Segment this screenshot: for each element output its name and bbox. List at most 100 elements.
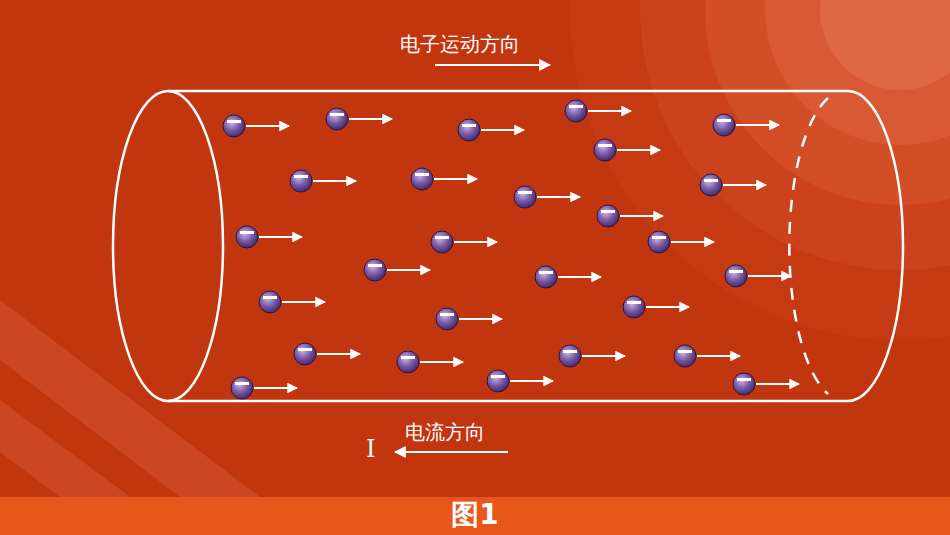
electron xyxy=(231,377,297,399)
velocity-arrow xyxy=(697,355,740,357)
electron xyxy=(431,231,497,253)
velocity-arrow xyxy=(671,241,714,243)
electron xyxy=(594,139,660,161)
velocity-arrow xyxy=(246,125,289,127)
caption-bar xyxy=(0,497,950,535)
minus-sign xyxy=(240,231,254,234)
electron xyxy=(411,168,477,190)
electron xyxy=(725,265,791,287)
electron-ball xyxy=(487,370,509,392)
electron-ball xyxy=(725,265,747,287)
electron-ball xyxy=(733,373,755,395)
minus-sign xyxy=(235,382,249,385)
velocity-arrow xyxy=(434,178,477,180)
figure-caption: 图1 xyxy=(451,500,498,531)
minus-sign xyxy=(294,175,308,178)
electron-ball xyxy=(623,296,645,318)
electron-ball xyxy=(397,351,419,373)
electron xyxy=(487,370,553,392)
velocity-arrow xyxy=(282,301,325,303)
electron xyxy=(364,259,430,281)
velocity-arrow xyxy=(558,276,601,278)
minus-sign xyxy=(440,313,454,316)
minus-sign xyxy=(491,375,505,378)
minus-sign xyxy=(539,271,553,274)
electron xyxy=(223,115,289,137)
velocity-arrow xyxy=(259,236,302,238)
velocity-arrow xyxy=(313,180,356,182)
electron-ball xyxy=(431,231,453,253)
minus-sign xyxy=(518,191,532,194)
velocity-arrow xyxy=(588,110,631,112)
current-symbol: I xyxy=(366,436,375,462)
electron xyxy=(648,231,714,253)
minus-sign xyxy=(598,144,612,147)
minus-sign xyxy=(298,348,312,351)
velocity-arrow xyxy=(620,215,663,217)
wire-cylinder xyxy=(113,91,903,401)
electron-ball xyxy=(700,174,722,196)
minus-sign xyxy=(569,105,583,108)
electron xyxy=(700,174,766,196)
electron-ball xyxy=(648,231,670,253)
minus-sign xyxy=(601,210,615,213)
velocity-arrow xyxy=(537,196,580,198)
minus-sign xyxy=(563,350,577,353)
electron xyxy=(713,114,779,136)
minus-sign xyxy=(717,119,731,122)
electron-ball xyxy=(674,345,696,367)
electrons xyxy=(223,100,799,399)
background-stripes xyxy=(0,300,260,497)
minus-sign xyxy=(704,179,718,182)
electron-ball xyxy=(559,345,581,367)
electron-ball xyxy=(594,139,616,161)
velocity-arrow xyxy=(459,318,502,320)
electron xyxy=(436,308,502,330)
minus-sign xyxy=(678,350,692,353)
electron xyxy=(236,226,302,248)
velocity-arrow xyxy=(646,306,689,308)
minus-sign xyxy=(330,113,344,116)
electron-ball xyxy=(458,119,480,141)
minus-sign xyxy=(729,270,743,273)
background-rings xyxy=(570,0,950,340)
minus-sign xyxy=(627,301,641,304)
electron-ball xyxy=(565,100,587,122)
velocity-arrow xyxy=(387,269,430,271)
velocity-arrow xyxy=(317,353,360,355)
current-direction-label: 电流方向 xyxy=(405,421,485,443)
velocity-arrow xyxy=(254,387,297,389)
minus-sign xyxy=(652,236,666,239)
velocity-arrow xyxy=(420,361,463,363)
electron-ball xyxy=(326,108,348,130)
electron-ball xyxy=(290,170,312,192)
electron-ball xyxy=(223,115,245,137)
electron xyxy=(397,351,463,373)
electron-ball xyxy=(259,291,281,313)
electron-direction-label: 电子运动方向 xyxy=(400,33,520,55)
minus-sign xyxy=(401,356,415,359)
velocity-arrow xyxy=(582,355,625,357)
minus-sign xyxy=(435,236,449,239)
minus-sign xyxy=(415,173,429,176)
electron xyxy=(514,186,580,208)
velocity-arrow xyxy=(617,149,660,151)
electron xyxy=(535,266,601,288)
electron xyxy=(458,119,524,141)
velocity-arrow xyxy=(481,129,524,131)
electron-ball xyxy=(294,343,316,365)
electron-ball xyxy=(231,377,253,399)
minus-sign xyxy=(368,264,382,267)
electron-ball xyxy=(535,266,557,288)
electron xyxy=(623,296,689,318)
electron-ball xyxy=(436,308,458,330)
electron xyxy=(326,108,392,130)
minus-sign xyxy=(227,120,241,123)
current-direction-arrow xyxy=(395,451,508,453)
minus-sign xyxy=(263,296,277,299)
velocity-arrow xyxy=(510,380,553,382)
velocity-arrow xyxy=(748,275,791,277)
velocity-arrow xyxy=(723,184,766,186)
electron xyxy=(733,373,799,395)
